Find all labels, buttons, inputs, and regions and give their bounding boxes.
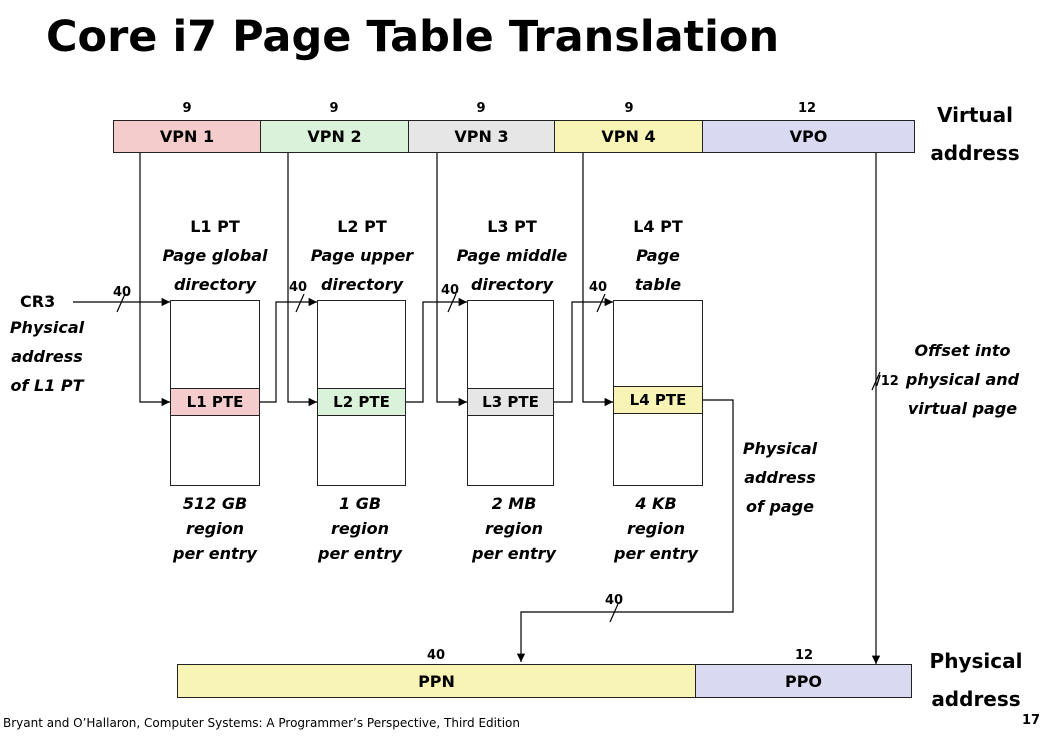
l2-pt-desc-line2: directory bbox=[320, 275, 404, 294]
cr3-bits: 40 bbox=[113, 285, 132, 300]
l3-pt-name: L3 PT bbox=[487, 217, 537, 236]
l1-pte: L1 PTE bbox=[170, 388, 260, 416]
l3-pt-desc-line1: Page middle bbox=[456, 246, 568, 265]
l3-pt-desc-line2: directory bbox=[470, 275, 554, 294]
ppn-field: PPN bbox=[177, 664, 696, 698]
vpo-bits: 12 bbox=[797, 101, 817, 116]
l2-region-line3: per entry bbox=[318, 544, 402, 563]
l2-input-bits: 40 bbox=[289, 280, 308, 295]
l2pte-to-l3pt-line bbox=[406, 297, 467, 403]
l2-region-line1: 1 GB bbox=[338, 494, 382, 513]
ppo-field: PPO bbox=[695, 664, 912, 698]
vpn1-bits: 9 bbox=[182, 101, 192, 116]
bus-slash bbox=[295, 293, 305, 313]
l2-pte: L2 PTE bbox=[317, 388, 406, 416]
page-address-line3: of page bbox=[745, 497, 815, 516]
l1-pt-header: L1 PT Page global directory bbox=[150, 212, 280, 299]
l1-pt-desc-line2: directory bbox=[173, 275, 257, 294]
cr3-description: Physical address of L1 PT bbox=[4, 313, 90, 400]
l2-pt-header: L2 PT Page upper directory bbox=[297, 212, 427, 299]
page-address-line2: address bbox=[744, 468, 816, 487]
page-number: 17 bbox=[1022, 713, 1041, 728]
l1-pt-name: L1 PT bbox=[190, 217, 240, 236]
l3-region-line2: region bbox=[484, 519, 544, 538]
l3-input-bits: 40 bbox=[441, 283, 460, 298]
ppo-bits: 12 bbox=[794, 648, 814, 663]
bus-slash bbox=[116, 293, 126, 313]
offset-note-line2: physical and bbox=[905, 370, 1020, 389]
offset-note-line1: Offset into bbox=[914, 341, 1011, 360]
bus-slash bbox=[596, 293, 606, 313]
page-address-note: Physical address of page bbox=[730, 434, 830, 521]
cr3-desc-line2: address bbox=[11, 347, 83, 366]
l4-pt-desc-line1: Page bbox=[636, 246, 680, 265]
vpn1-field: VPN 1 bbox=[113, 120, 261, 153]
offset-note-line3: virtual page bbox=[907, 399, 1018, 418]
cr3-label: CR3 bbox=[20, 292, 56, 311]
l4-pt-name: L4 PT bbox=[633, 217, 683, 236]
l4-region-line1: 4 KB bbox=[635, 494, 677, 513]
slide-title: Core i7 Page Table Translation bbox=[46, 12, 780, 62]
l1-pt-desc-line1: Page global bbox=[162, 246, 268, 265]
l3-region-line3: per entry bbox=[472, 544, 556, 563]
l4-pt-desc-line2: table bbox=[634, 275, 682, 294]
vpn3-bits: 9 bbox=[476, 101, 486, 116]
cr3-desc-line3: of L1 PT bbox=[10, 376, 84, 395]
vpn4-bits: 9 bbox=[624, 101, 634, 116]
l1-region-line2: region bbox=[185, 519, 245, 538]
vpn4-field: VPN 4 bbox=[554, 120, 703, 153]
l2-pt-name: L2 PT bbox=[337, 217, 387, 236]
l4-pt-header: L4 PT Page table bbox=[593, 212, 723, 299]
l3pte-to-l4pt-line bbox=[554, 297, 613, 403]
virtual-address-label: Virtual address bbox=[920, 96, 1030, 172]
bus-slash bbox=[609, 603, 619, 623]
ppn-bits: 40 bbox=[426, 648, 446, 663]
l3-region-note: 2 MB region per entry bbox=[444, 491, 584, 566]
cr3-desc-line1: Physical bbox=[9, 318, 85, 337]
l3-region-line1: 2 MB bbox=[491, 494, 537, 513]
physical-address-label-line2: address bbox=[931, 687, 1021, 711]
bus-slash bbox=[447, 293, 457, 313]
l4-input-bits: 40 bbox=[589, 280, 608, 295]
l4-region-line2: region bbox=[626, 519, 686, 538]
l2-pt-desc-line1: Page upper bbox=[310, 246, 414, 265]
page-address-bits: 40 bbox=[605, 593, 624, 608]
l4-region-line3: per entry bbox=[614, 544, 698, 563]
vpn1-to-l1pte-line bbox=[139, 152, 170, 407]
vpn2-field: VPN 2 bbox=[260, 120, 409, 153]
l4-region-note: 4 KB region per entry bbox=[586, 491, 726, 566]
l2-region-note: 1 GB region per entry bbox=[290, 491, 430, 566]
vpo-field: VPO bbox=[702, 120, 915, 153]
offset-bits-value: 12 bbox=[880, 374, 899, 389]
l1-region-note: 512 GB region per entry bbox=[145, 491, 285, 566]
l2-region-line2: region bbox=[330, 519, 390, 538]
l1-region-line3: per entry bbox=[173, 544, 257, 563]
vpn3-field: VPN 3 bbox=[408, 120, 555, 153]
offset-bits: /12 bbox=[876, 374, 899, 389]
bus-slash bbox=[871, 371, 881, 391]
l1pte-to-l2pt-line bbox=[260, 297, 317, 403]
l4pte-to-ppn-line bbox=[516, 399, 734, 662]
footer-citation: Bryant and O’Hallaron, Computer Systems:… bbox=[3, 716, 520, 730]
offset-note: Offset into physical and virtual page bbox=[900, 336, 1025, 423]
physical-address-label: Physical address bbox=[918, 642, 1034, 718]
vpn3-to-l3pte-line bbox=[436, 152, 467, 407]
virtual-address-label-line1: Virtual bbox=[937, 103, 1013, 127]
virtual-address-label-line2: address bbox=[930, 141, 1020, 165]
l4-pte: L4 PTE bbox=[613, 386, 703, 414]
vpn2-bits: 9 bbox=[329, 101, 339, 116]
vpn2-to-l2pte-line bbox=[287, 152, 317, 407]
vpn4-to-l4pte-line bbox=[582, 152, 613, 407]
physical-address-label-line1: Physical bbox=[929, 649, 1023, 673]
page-address-line1: Physical bbox=[742, 439, 818, 458]
l1-region-line1: 512 GB bbox=[182, 494, 248, 513]
l3-pt-header: L3 PT Page middle directory bbox=[442, 212, 582, 299]
l3-pte: L3 PTE bbox=[467, 388, 554, 416]
